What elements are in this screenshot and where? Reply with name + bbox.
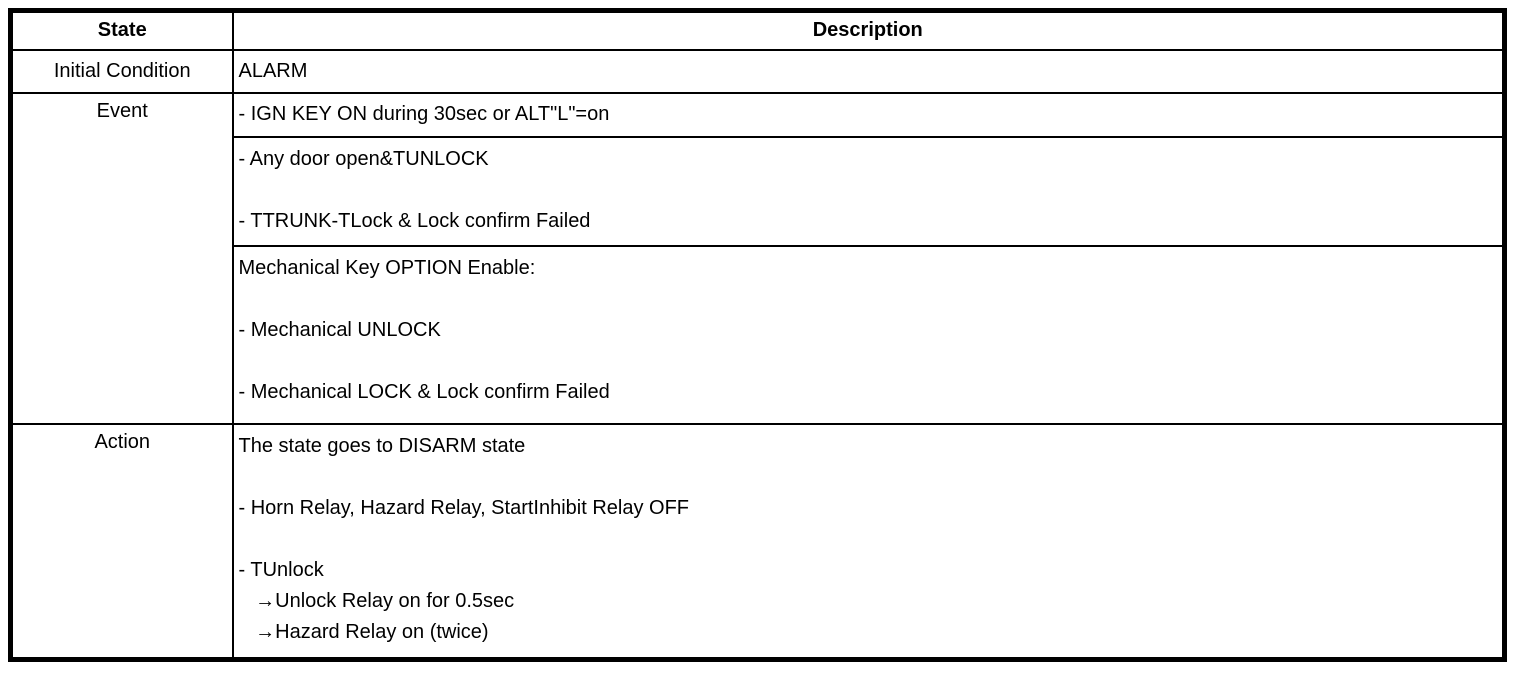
event-row-3: Mechanical Key OPTION Enable: - Mechanic… bbox=[11, 244, 1506, 425]
event-label: Event bbox=[9, 91, 234, 425]
event-cell-1: - IGN KEY ON during 30sec or ALT"L"=on bbox=[231, 91, 1506, 138]
table-header-row: State Description bbox=[9, 9, 1506, 51]
event-cell-3: Mechanical Key OPTION Enable: - Mechanic… bbox=[231, 244, 1506, 425]
text-line: - Mechanical UNLOCK bbox=[238, 318, 441, 341]
text-line: - TUnlock bbox=[238, 558, 324, 581]
action-row: Action The state goes to DISARM state - … bbox=[9, 422, 1506, 661]
action-label: Action bbox=[9, 422, 234, 661]
action-cell: The state goes to DISARM state - Horn Re… bbox=[231, 422, 1506, 661]
initial-condition-label: Initial Condition bbox=[9, 48, 234, 94]
event-row-2: - Any door open&TUNLOCK - TTRUNK-TLock &… bbox=[11, 135, 1506, 247]
header-cell-state: State bbox=[9, 9, 234, 51]
text-line bbox=[239, 346, 1498, 377]
text-line: - Horn Relay, Hazard Relay, StartInhibit… bbox=[238, 496, 690, 519]
text-line: Mechanical Key OPTION Enable: bbox=[238, 256, 536, 279]
state-description-table: State Description Initial Condition ALAR… bbox=[8, 8, 1507, 662]
text-line: - Mechanical LOCK & Lock confirm Failed bbox=[238, 380, 610, 403]
text-line bbox=[239, 524, 1498, 555]
text-line: - Any door open&TUNLOCK bbox=[238, 147, 489, 170]
text-line: →Hazard Relay on (twice) bbox=[238, 620, 489, 643]
text-line: →Unlock Relay on for 0.5sec bbox=[238, 589, 515, 612]
text-line bbox=[239, 175, 1498, 206]
event-cell-2: - Any door open&TUNLOCK - TTRUNK-TLock &… bbox=[231, 135, 1506, 247]
text-line: The state goes to DISARM state bbox=[238, 434, 526, 457]
text-line bbox=[239, 284, 1498, 315]
initial-condition-description: ALARM bbox=[231, 48, 1506, 94]
text-line: - TTRUNK-TLock & Lock confirm Failed bbox=[238, 209, 591, 232]
initial-condition-row: Initial Condition ALARM bbox=[9, 48, 1506, 94]
header-cell-description: Description bbox=[231, 9, 1506, 51]
text-line bbox=[239, 462, 1498, 493]
event-row-1: Event - IGN KEY ON during 30sec or ALT"L… bbox=[9, 91, 1506, 425]
